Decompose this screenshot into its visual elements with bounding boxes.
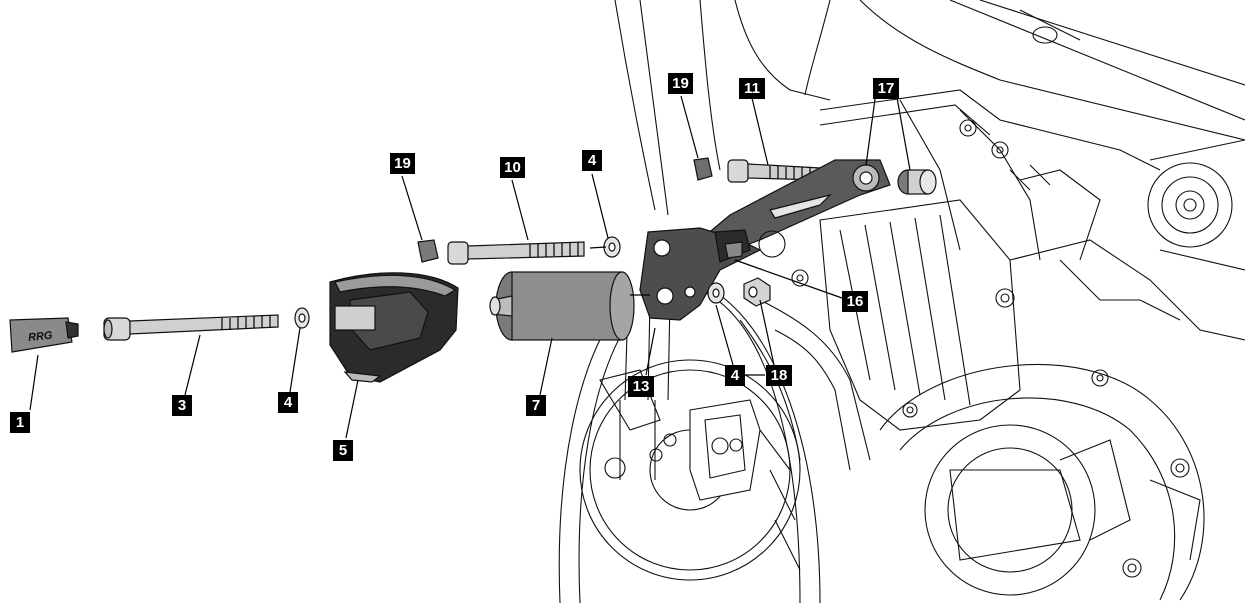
main-bracket [639, 227, 786, 321]
callout-19-top-text: 19 [672, 75, 689, 92]
callout-11-text: 11 [744, 80, 760, 97]
end-cap-logo: RRG [28, 329, 54, 344]
callout-4-mid: 4 [582, 150, 602, 171]
callout-16: 16 [842, 291, 868, 312]
end-cap-1: RRG [9, 317, 79, 353]
washer-4-lower [707, 282, 725, 304]
callout-18-text: 18 [771, 367, 788, 384]
nut-18 [743, 277, 771, 307]
callout-4-mid-text: 4 [588, 152, 597, 169]
callout-4-left-text: 4 [284, 394, 293, 411]
callout-7: 7 [526, 395, 546, 416]
callout-13-text: 13 [633, 378, 650, 395]
bolt-10 [447, 241, 585, 265]
long-bolt-3 [103, 314, 279, 341]
leader-lines [29, 91, 911, 439]
cap-19 [417, 239, 439, 263]
callout-11: 11 [739, 78, 765, 99]
callout-7-text: 7 [532, 397, 540, 414]
spacer-17 [897, 169, 937, 195]
callout-3-text: 3 [178, 397, 186, 414]
cap-19-upper [693, 157, 713, 181]
callout-19-top: 19 [668, 73, 693, 94]
callout-4-lower-text: 4 [731, 367, 740, 384]
callout-19-mid-text: 19 [394, 155, 411, 172]
callout-1-text: 1 [16, 414, 24, 431]
callout-19-mid: 19 [390, 153, 415, 174]
bolt-11 [727, 159, 821, 183]
callout-5: 5 [333, 440, 353, 461]
slider-puck-5 [329, 272, 459, 383]
washer-4-left [294, 307, 310, 329]
callout-18: 18 [766, 365, 792, 386]
callout-4-lower: 4 [725, 365, 745, 386]
callout-17: 17 [873, 78, 899, 99]
washer-4-mid [603, 236, 621, 258]
spacer-7 [489, 271, 635, 341]
callout-10: 10 [500, 157, 525, 178]
callout-10-text: 10 [504, 159, 521, 176]
callout-3: 3 [172, 395, 192, 416]
callout-4-left: 4 [278, 392, 298, 413]
callout-17-text: 17 [878, 80, 895, 97]
callout-16-text: 16 [847, 293, 864, 310]
callout-5-text: 5 [339, 442, 347, 459]
callout-1: 1 [10, 412, 30, 433]
callout-13: 13 [628, 376, 654, 397]
